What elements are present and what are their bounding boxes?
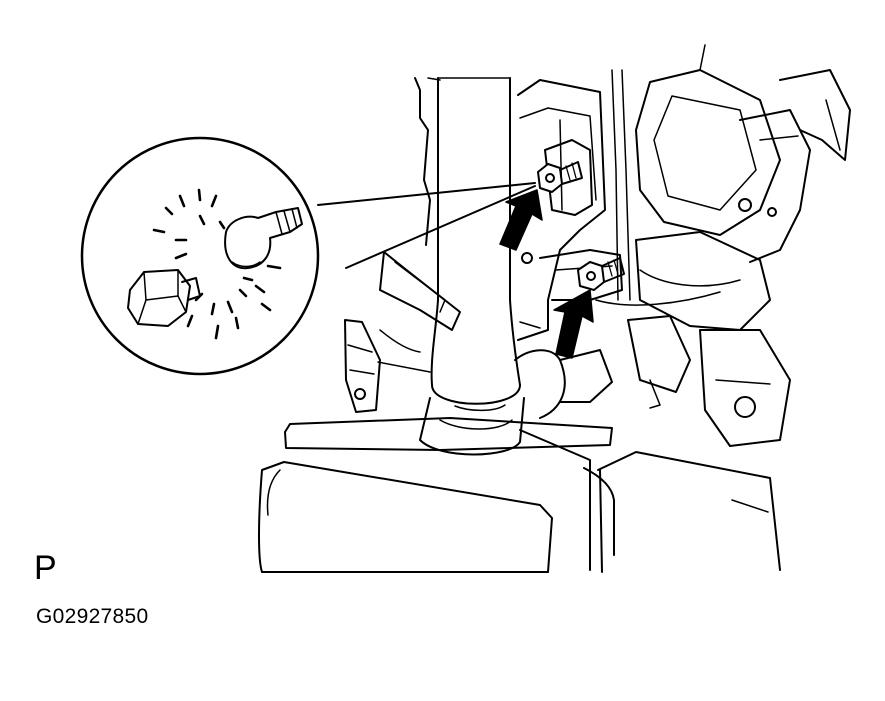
view-label: P: [34, 549, 57, 587]
arrow-icon: [553, 289, 594, 359]
lower-bolt: [577, 257, 625, 291]
column-bracket: [514, 79, 623, 419]
switch-module: [611, 44, 851, 301]
bolt-detail-icon: [127, 207, 303, 327]
lower-trim-panels: [258, 417, 781, 573]
callout-leader: [317, 182, 536, 269]
steering-column-tube: [419, 77, 525, 456]
upper-bolt: [537, 161, 583, 193]
lower-right-components: [595, 231, 791, 447]
sparkle-marks: [152, 188, 282, 340]
figure-id: G02927850: [36, 605, 149, 628]
arrow-icon: [499, 189, 543, 251]
left-mount-bracket: [344, 77, 461, 413]
magnified-detail-circle: [80, 136, 320, 376]
